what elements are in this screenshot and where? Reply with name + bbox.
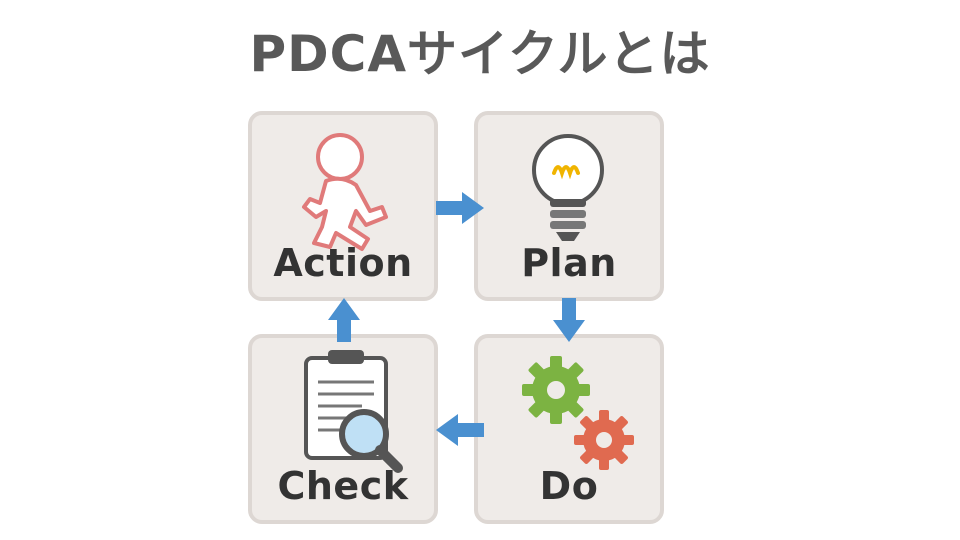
card-check: Check	[248, 334, 438, 524]
arrow-up-icon	[328, 298, 360, 342]
card-label-do: Do	[539, 464, 599, 508]
arrow-down-icon	[553, 298, 585, 342]
card-label-plan: Plan	[521, 241, 617, 285]
card-label-check: Check	[277, 464, 409, 508]
clipboard-magnifier-icon	[304, 350, 403, 473]
card-plan: Plan	[474, 111, 664, 301]
card-label-action: Action	[273, 241, 413, 285]
light-bulb-icon	[532, 134, 604, 241]
card-do: Do	[474, 334, 664, 524]
arrow-right-icon	[436, 192, 484, 224]
running-person-icon	[302, 133, 388, 251]
card-action: Action	[248, 111, 438, 301]
page-title: PDCAサイクルとは	[249, 25, 711, 83]
gears-icon	[522, 356, 634, 470]
arrow-left-icon	[436, 414, 484, 446]
